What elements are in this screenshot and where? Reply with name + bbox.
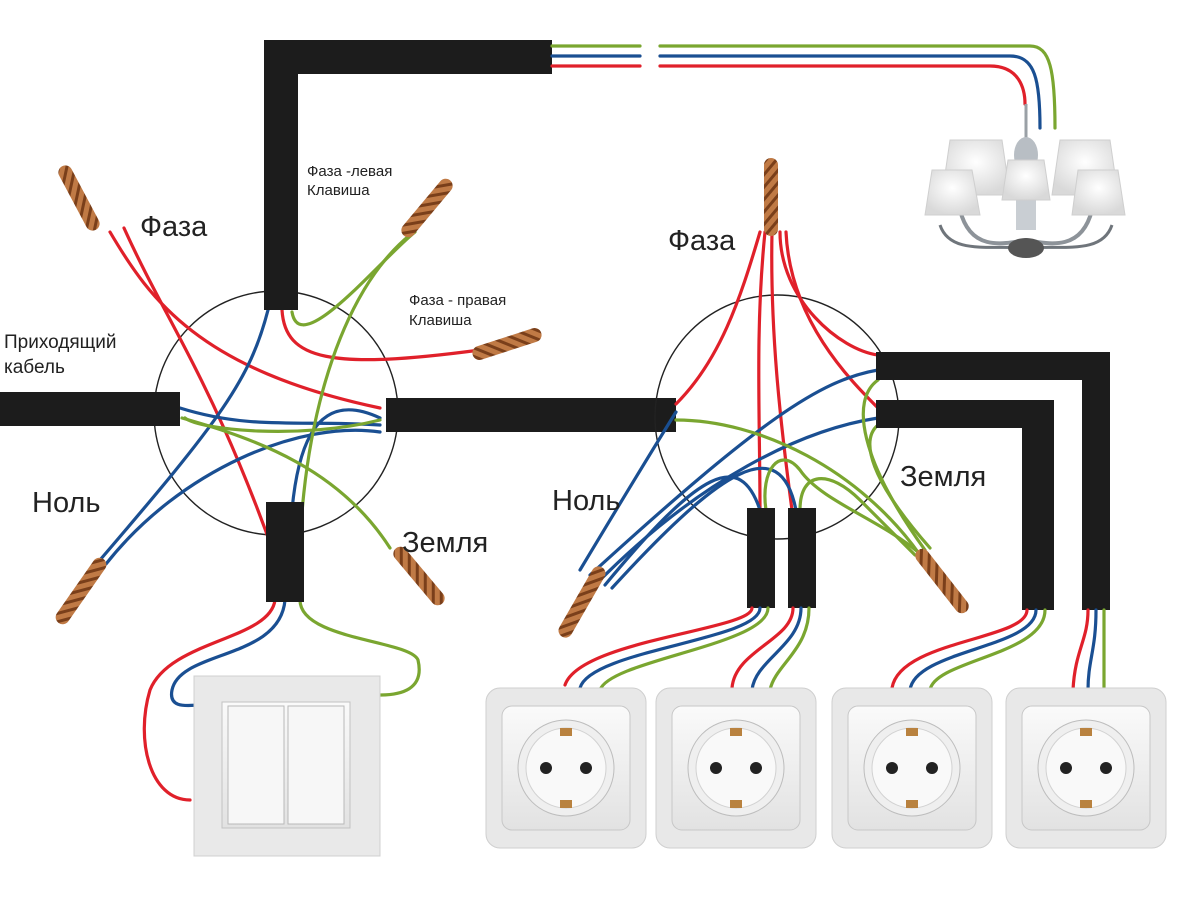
socket-cable-4 (876, 352, 1110, 610)
label-neutral-right: Ноль (552, 485, 620, 517)
chandelier-cable (264, 40, 552, 310)
socket-cable-3 (876, 400, 1054, 610)
copper-twist-ground-left (393, 546, 445, 606)
copper-twist-phase-left (58, 165, 100, 231)
label-phase-right: Фаза (668, 225, 736, 257)
socket-cable-2 (788, 508, 816, 608)
incoming-cable (0, 392, 180, 426)
copper-twist-ground-right (915, 548, 969, 614)
switch-cable (266, 502, 304, 602)
socket-cable-1 (747, 508, 775, 608)
label-incoming-1: Приходящий (4, 332, 117, 353)
junction-link-cable (386, 398, 676, 432)
socket-4 (1005, 687, 1167, 849)
label-phase-left: Фаза (140, 211, 208, 243)
chandelier-wires (550, 44, 1057, 130)
copper-twist-neutral-right (558, 566, 606, 638)
left-junction (0, 40, 676, 802)
label-phase-right-key-1: Фаза - правая (409, 292, 506, 309)
label-phase-right-key-2: Клавиша (409, 312, 472, 329)
label-neutral-left: Ноль (32, 487, 100, 519)
copper-twist-neutral-left (55, 557, 107, 625)
socket-3 (831, 687, 993, 849)
label-ground-right: Земля (900, 461, 986, 493)
socket-1 (485, 687, 647, 849)
socket-2 (655, 687, 817, 849)
label-phase-left-key-2: Клавиша (307, 182, 370, 199)
copper-twist-phase-right-key (472, 328, 542, 360)
copper-twist-phase-left-key (401, 178, 453, 238)
double-rocker-switch-icon (193, 675, 381, 857)
chandelier-icon (924, 104, 1126, 258)
socket-wires (563, 606, 1106, 692)
copper-twist-phase-right (764, 158, 778, 236)
label-phase-left-key-1: Фаза -левая (307, 163, 392, 180)
label-incoming-2: кабель (4, 357, 65, 378)
label-ground-left: Земля (402, 527, 488, 559)
right-junction (558, 158, 1110, 638)
